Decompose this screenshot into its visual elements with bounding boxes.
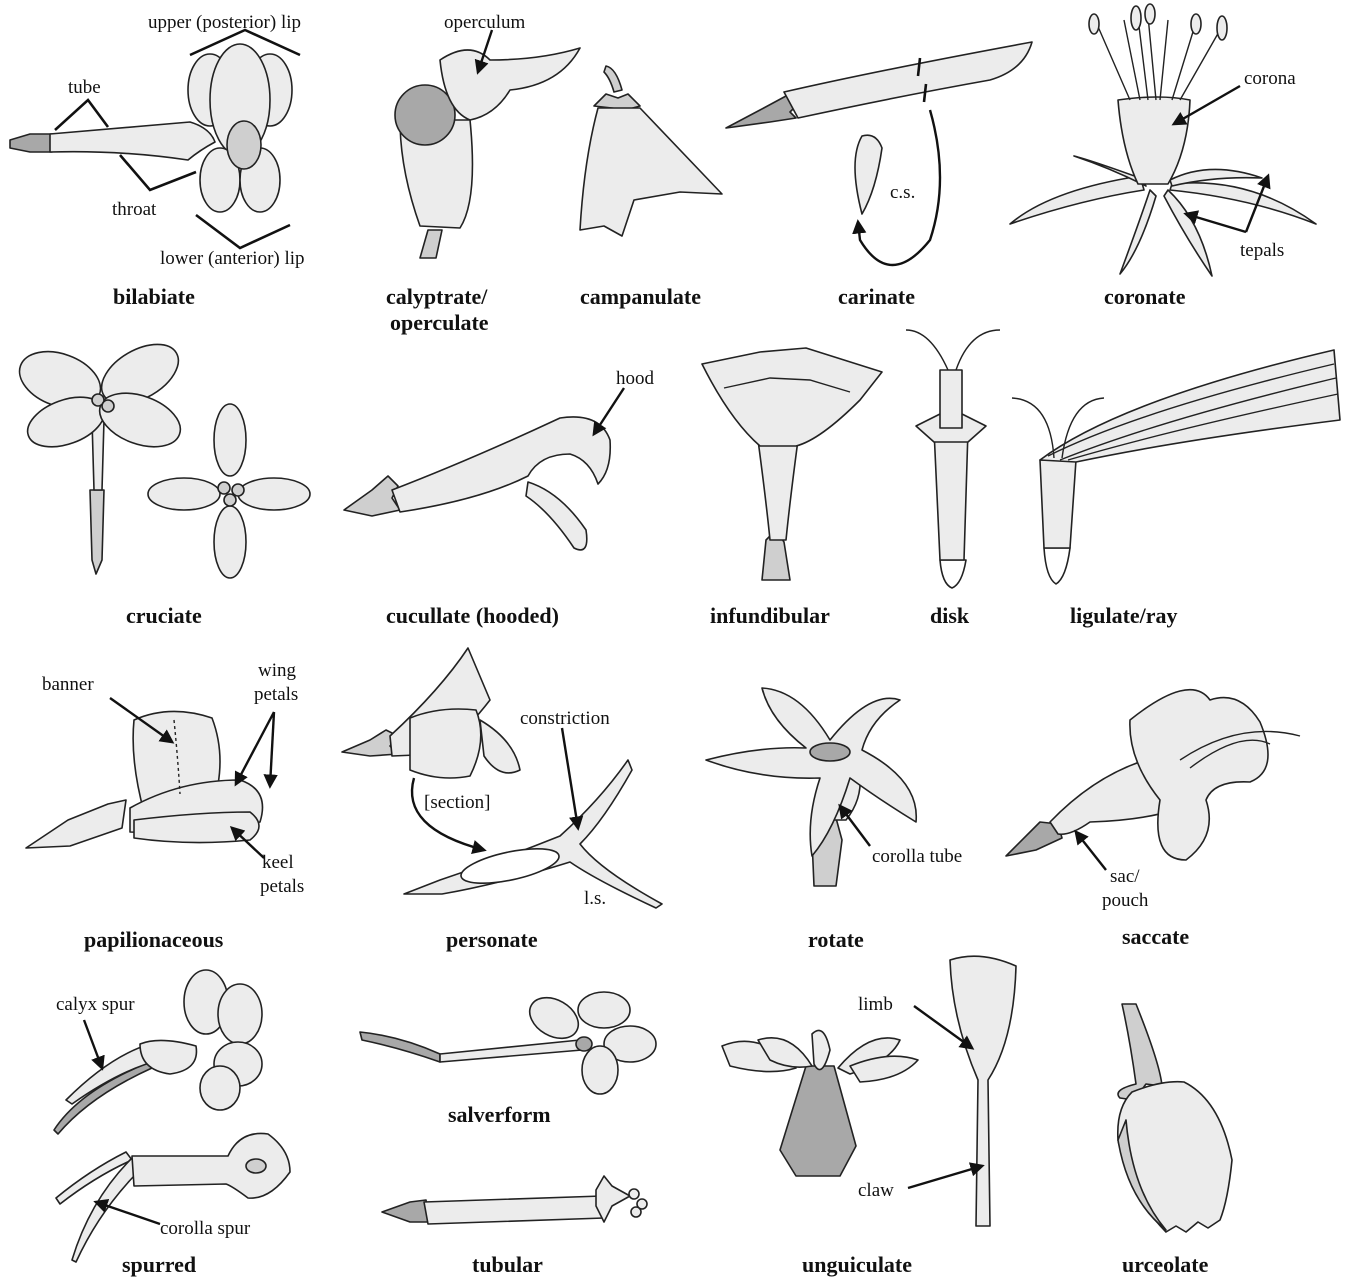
title-calyptrate-line1: calyptrate/ — [386, 284, 488, 309]
label-keel-line1: keel — [262, 852, 294, 873]
label-sac-line2: pouch — [1102, 890, 1149, 911]
title-campanulate: campanulate — [580, 284, 701, 309]
title-cruciate: cruciate — [126, 603, 202, 628]
label-constriction: constriction — [520, 708, 610, 729]
title-rotate: rotate — [808, 927, 864, 952]
urceolate-figure — [1118, 1004, 1232, 1232]
disk-figure — [906, 330, 1000, 588]
label-banner: banner — [42, 674, 94, 695]
tubular-figure — [382, 1176, 647, 1224]
label-operculum: operculum — [444, 12, 525, 33]
title-carinate: carinate — [838, 284, 915, 309]
saccate-figure — [1006, 690, 1300, 870]
calyptrate-figure — [395, 30, 580, 258]
label-claw: claw — [858, 1180, 894, 1201]
title-tubular: tubular — [472, 1252, 543, 1277]
label-limb: limb — [858, 994, 893, 1015]
label-upper-lip: upper (posterior) lip — [148, 12, 301, 33]
title-papilionaceous: papilionaceous — [84, 927, 224, 952]
cruciate-figure — [12, 332, 310, 578]
title-disk: disk — [930, 603, 970, 628]
label-corolla-tube: corolla tube — [872, 846, 962, 867]
title-cucullate: cucullate (hooded) — [386, 603, 559, 628]
title-saccate: saccate — [1122, 924, 1189, 949]
label-tepals: tepals — [1240, 240, 1284, 261]
coronate-figure — [1010, 4, 1316, 276]
infundibular-figure — [702, 348, 882, 580]
label-calyx-spur: calyx spur — [56, 994, 135, 1015]
label-wing-line1: wing — [258, 660, 297, 681]
label-section: [section] — [424, 792, 490, 813]
label-cs: c.s. — [890, 182, 915, 203]
title-bilabiate: bilabiate — [113, 284, 195, 309]
title-coronate: coronate — [1104, 284, 1186, 309]
label-lower-lip: lower (anterior) lip — [160, 248, 305, 269]
title-infundibular: infundibular — [710, 603, 830, 628]
salverform-figure — [360, 989, 656, 1094]
label-sac-line1: sac/ — [1110, 866, 1140, 887]
label-throat: throat — [112, 199, 157, 220]
label-corolla-spur: corolla spur — [160, 1218, 251, 1239]
label-tube: tube — [68, 77, 101, 98]
personate-figure — [342, 648, 662, 908]
title-salverform: salverform — [448, 1102, 551, 1127]
title-calyptrate-line2: operculate — [390, 310, 489, 335]
title-unguiculate: unguiculate — [802, 1252, 912, 1277]
label-hood: hood — [616, 368, 655, 389]
title-urceolate: urceolate — [1122, 1252, 1209, 1277]
papilionaceous-figure — [26, 698, 274, 858]
ligulate-figure — [1012, 350, 1340, 584]
title-spurred: spurred — [122, 1252, 196, 1277]
carinate-figure — [726, 42, 1032, 265]
campanulate-figure — [580, 66, 722, 236]
label-keel-line2: petals — [260, 876, 304, 897]
cucullate-figure — [344, 388, 624, 550]
title-personate: personate — [446, 927, 538, 952]
title-ligulate: ligulate/ray — [1070, 603, 1178, 628]
label-corona: corona — [1244, 68, 1296, 89]
label-wing-line2: petals — [254, 684, 298, 705]
label-ls: l.s. — [584, 888, 606, 909]
